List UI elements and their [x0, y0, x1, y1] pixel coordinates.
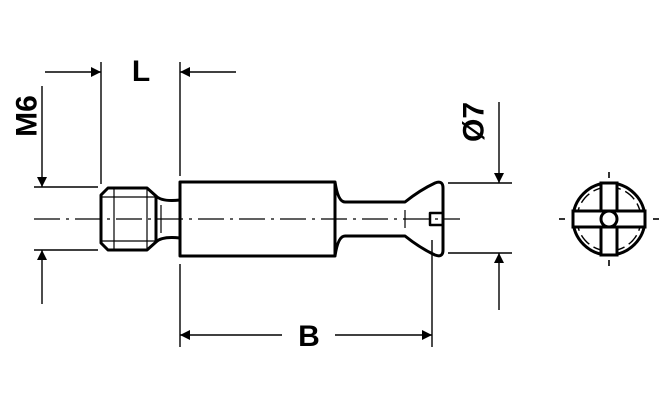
length-b-label: B: [298, 320, 320, 353]
extension-lines: [34, 62, 512, 347]
bolt-end-view: [559, 172, 659, 266]
thread-label: M6: [11, 95, 44, 137]
shank-and-head: [333, 180, 445, 258]
dimension-arrows: [37, 67, 504, 340]
diameter-label: Ø7: [458, 102, 491, 142]
bolt-side-view: [99, 180, 445, 258]
slot: [428, 211, 443, 227]
length-l-label: L: [132, 55, 150, 88]
main-body: [178, 180, 337, 258]
neck: [154, 194, 181, 244]
